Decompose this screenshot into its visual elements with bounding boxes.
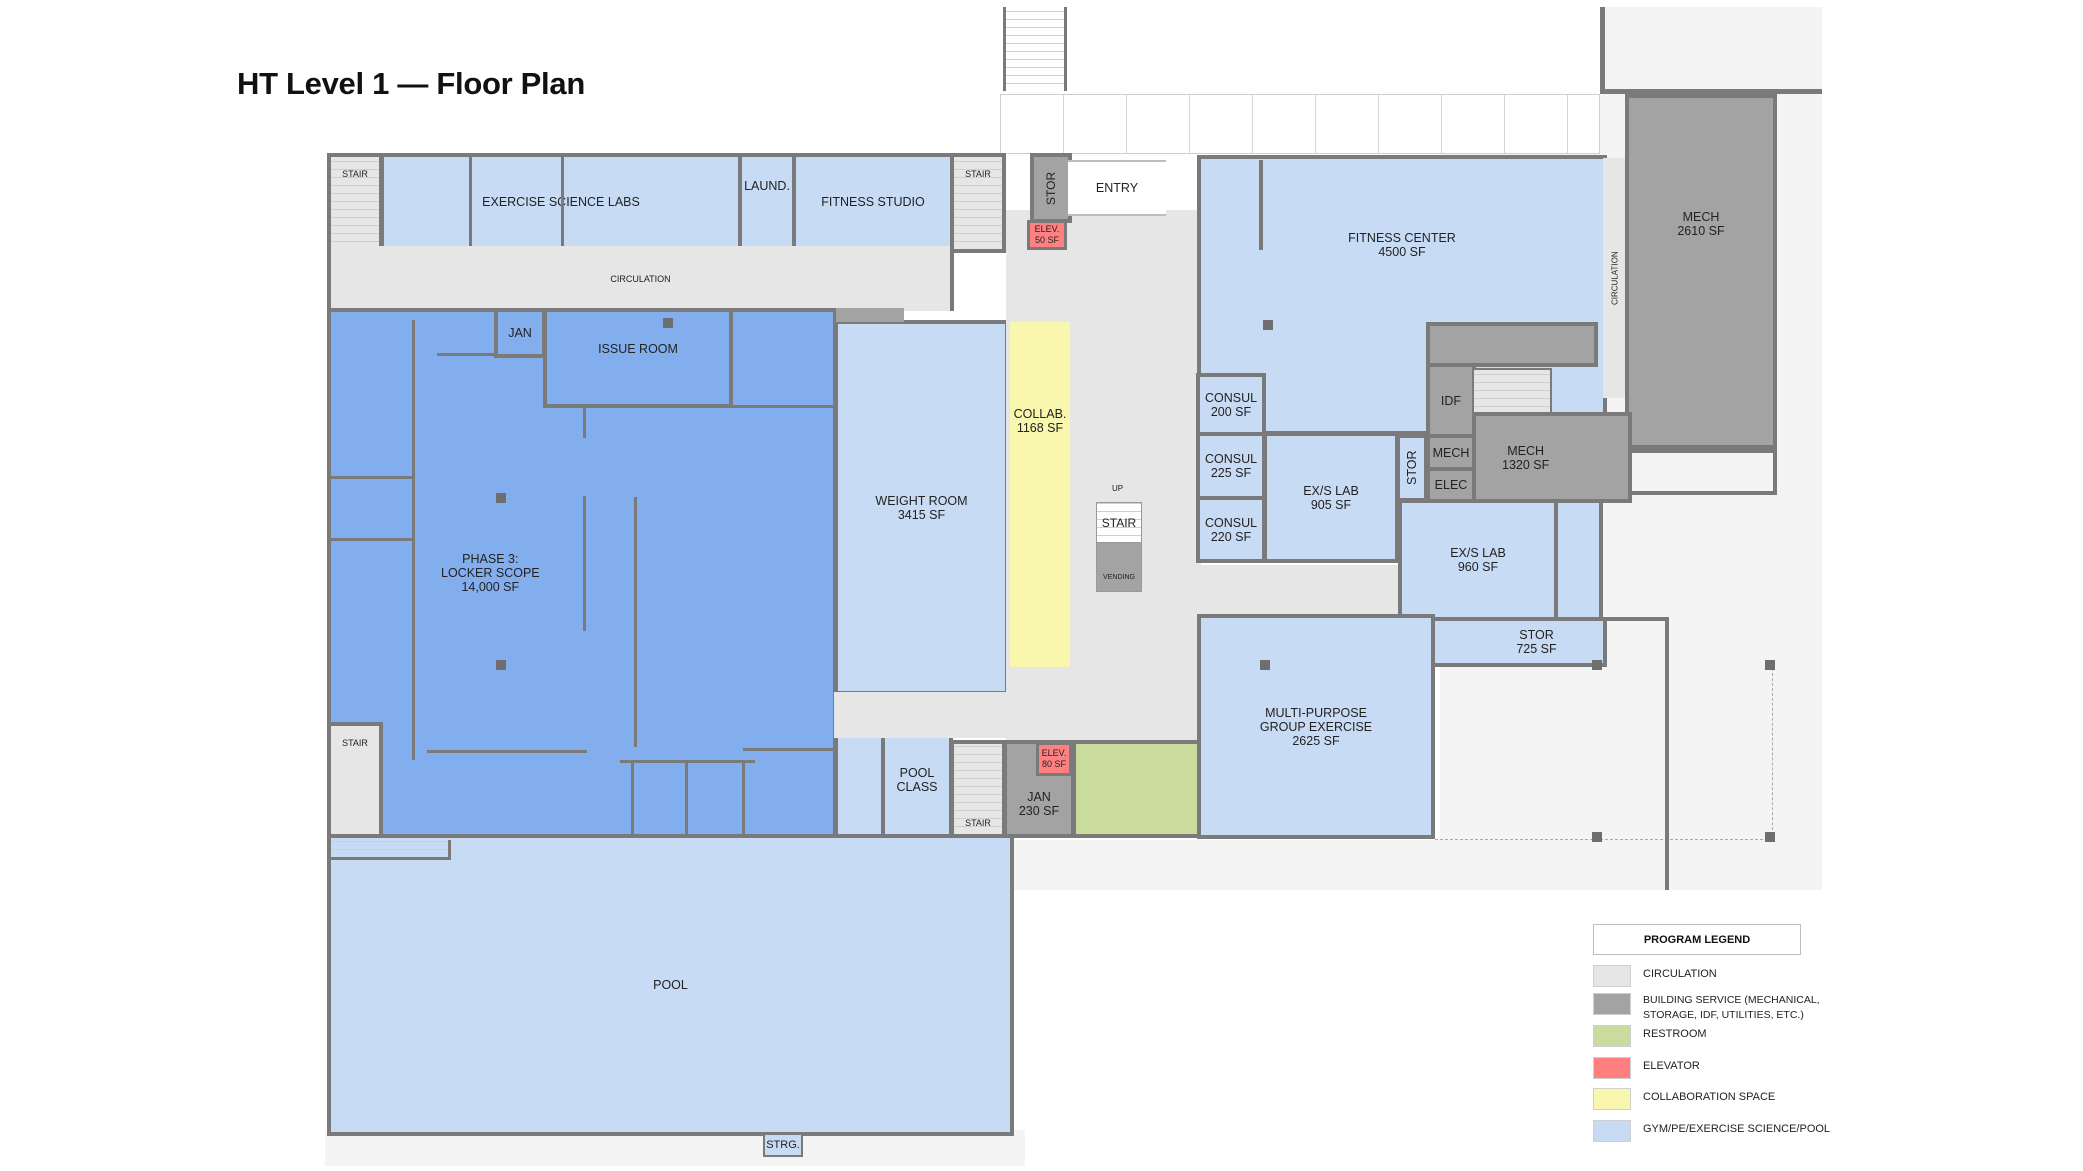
- partition: [1259, 160, 1263, 250]
- room-pool-class[interactable]: POOL CLASS: [881, 722, 953, 838]
- service-strip: [836, 308, 904, 322]
- entry-canopy: [1000, 94, 1600, 154]
- legend-title: PROGRAM LEGEND: [1593, 924, 1801, 955]
- legend-item-restroom: RESTROOM: [1593, 1025, 1833, 1047]
- room-exs-lab-960[interactable]: EX/S LAB 960 SF: [1398, 499, 1558, 621]
- circulation-south: [834, 692, 1201, 738]
- legend-item-circulation: CIRCULATION: [1593, 965, 1833, 987]
- legend-label: CIRCULATION: [1643, 968, 1717, 980]
- room-service-top[interactable]: [1426, 322, 1598, 367]
- room-stor-small[interactable]: STOR: [1396, 434, 1428, 502]
- room-entry[interactable]: ENTRY: [1068, 160, 1166, 216]
- room-laundry[interactable]: LAUND.: [738, 153, 796, 250]
- room-restroom[interactable]: [1072, 740, 1203, 838]
- column: [663, 318, 673, 328]
- page-title: HT Level 1 — Floor Plan: [237, 66, 585, 101]
- column: [496, 493, 506, 503]
- room-consul-220[interactable]: CONSUL 220 SF: [1196, 496, 1266, 563]
- room-multi-purpose[interactable]: MULTI-PURPOSE GROUP EXERCISE 2625 SF: [1197, 614, 1435, 839]
- partition: [730, 405, 835, 408]
- room-elec[interactable]: ELEC: [1426, 467, 1476, 503]
- partition: [742, 760, 745, 835]
- site-background: [1012, 840, 1822, 890]
- column: [496, 660, 506, 670]
- stair-center: STAIR: [1096, 502, 1142, 544]
- exterior-stair: [1003, 7, 1067, 91]
- legend-item-gym: GYM/PE/EXERCISE SCIENCE/POOL: [1593, 1120, 1833, 1142]
- room-fitness-studio[interactable]: FITNESS STUDIO: [792, 153, 954, 250]
- stair-sw: STAIR: [327, 722, 383, 838]
- legend-label: BUILDING SERVICE (MECHANICAL, STORAGE, I…: [1643, 994, 1820, 1021]
- partition: [685, 760, 688, 835]
- room-mech-small[interactable]: MECH: [1426, 434, 1476, 471]
- room-jan-north[interactable]: JAN: [494, 308, 546, 358]
- legend-swatch: [1593, 1057, 1631, 1079]
- room-mech-large[interactable]: MECH 2610 SF: [1625, 94, 1777, 449]
- room-weight-room[interactable]: WEIGHT ROOM 3415 SF: [834, 320, 1009, 695]
- legend-swatch: [1593, 1025, 1631, 1047]
- column: [1592, 660, 1602, 670]
- column: [1260, 660, 1270, 670]
- circulation-corridor: [1201, 565, 1401, 615]
- vending[interactable]: VENDING: [1096, 542, 1142, 592]
- partition: [327, 538, 413, 541]
- legend-label: RESTROOM: [1643, 1028, 1707, 1040]
- legend-label: GYM/PE/EXERCISE SCIENCE/POOL: [1643, 1123, 1831, 1135]
- circulation-north: CIRCULATION: [327, 246, 954, 311]
- stair-up-label: UP: [1112, 484, 1124, 493]
- room-exs-lab-905[interactable]: EX/S LAB 905 SF: [1263, 432, 1399, 563]
- column: [1592, 832, 1602, 842]
- legend-swatch: [1593, 1120, 1631, 1142]
- partition: [469, 153, 472, 250]
- partition: [583, 496, 586, 631]
- ramp-wall: [1603, 617, 1669, 892]
- stair-service: [1472, 368, 1552, 416]
- legend-item-elevator: ELEVATOR: [1593, 1057, 1833, 1079]
- column: [1263, 320, 1273, 330]
- partition: [327, 476, 413, 479]
- room-consul-200[interactable]: CONSUL 200 SF: [1196, 373, 1266, 436]
- legend-label: ELEVATOR: [1643, 1060, 1700, 1072]
- pool-bleacher-stair: [331, 840, 451, 860]
- site-background: [325, 1130, 1025, 1166]
- room-idf[interactable]: IDF: [1426, 363, 1476, 438]
- room-stor-entry[interactable]: STOR: [1030, 153, 1072, 223]
- room-mech-1320[interactable]: MECH 1320 SF: [1472, 412, 1632, 503]
- room-collab[interactable]: COLLAB. 1168 SF: [1010, 322, 1070, 667]
- elevator-north[interactable]: ELEV. 50 SF: [1027, 220, 1067, 250]
- site-background: [1600, 7, 1822, 94]
- elevator-south[interactable]: ELEV. 80 SF: [1036, 742, 1072, 776]
- partition: [743, 748, 833, 751]
- legend-swatch: [1593, 993, 1631, 1015]
- partition: [412, 320, 415, 760]
- column: [1765, 832, 1775, 842]
- legend-item-building-service: BUILDING SERVICE (MECHANICAL, STORAGE, I…: [1593, 993, 1833, 1023]
- partition: [561, 153, 564, 248]
- legend-swatch: [1593, 1088, 1631, 1110]
- column: [1765, 660, 1775, 670]
- partition: [620, 760, 755, 763]
- room-consul-225[interactable]: CONSUL 225 SF: [1196, 432, 1266, 500]
- partition: [631, 760, 634, 835]
- room-pool[interactable]: POOL: [327, 834, 1014, 1136]
- partition: [634, 497, 637, 747]
- legend-label: COLLABORATION SPACE: [1643, 1091, 1776, 1103]
- room-stor-725[interactable]: STOR 725 SF: [1426, 617, 1607, 667]
- room-issue-room[interactable]: ISSUE ROOM: [543, 308, 733, 408]
- legend-swatch: [1593, 965, 1631, 987]
- partition: [427, 750, 587, 753]
- room-pool-vestibule: [834, 722, 886, 838]
- stair-south: STAIR: [950, 740, 1006, 838]
- legend-item-collaboration: COLLABORATION SPACE: [1593, 1088, 1833, 1110]
- room-pool-storage[interactable]: STRG.: [763, 1133, 803, 1157]
- courtyard-outline: [1435, 668, 1773, 840]
- stair-nw: STAIR: [327, 153, 383, 253]
- stair-ne: STAIR: [950, 153, 1006, 253]
